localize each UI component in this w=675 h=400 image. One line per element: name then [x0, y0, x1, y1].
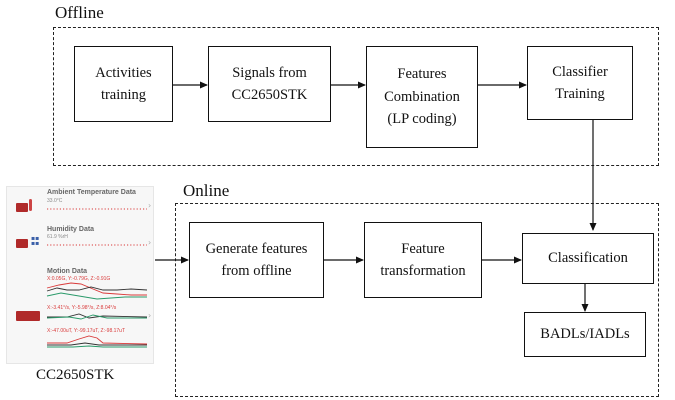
offline-section-title: Offline [55, 3, 104, 22]
mag-trace-x [47, 335, 148, 345]
sensor-traces [46, 208, 148, 348]
thermometer-icon [29, 199, 32, 211]
device-panel: Ambient Temperature Data 33.0°C › ▪▪▪▪ H… [6, 186, 154, 364]
temperature-title: Ambient Temperature Data [47, 189, 136, 196]
gyro-trace-y [46, 314, 147, 320]
motion-title: Motion Data [47, 268, 88, 275]
accelerometer-readout: X:0.05G, Y:-0.79G, Z:-0.91G [47, 276, 111, 282]
mag-trace-z [47, 345, 147, 348]
online-section-title: Online [183, 181, 230, 200]
online-container [175, 203, 659, 397]
magnetometer-readout: X:-47.00uT, Y:-99.17uT, Z:-98.17uT [47, 328, 126, 334]
humidity-sensor-icon [16, 239, 28, 248]
offline-container [53, 27, 659, 166]
accel-trace-z [46, 292, 147, 300]
motion-sensor-icon [16, 311, 40, 321]
droplets-icon: ▪▪▪▪ [31, 235, 40, 247]
temperature-chevron-icon: › [148, 201, 152, 210]
gyroscope-readout: X:-3.41°/s, Y:-5.98°/s, Z:8.04°/s [47, 305, 117, 311]
humidity-title: Humidity Data [47, 226, 95, 233]
temperature-sensor-icon [16, 203, 28, 212]
accel-trace-x [46, 282, 147, 296]
motion-chevron-icon: › [148, 311, 152, 320]
badls-iadls-box: BADLs/IADLs [524, 312, 646, 357]
classification-box: Classification [522, 233, 654, 284]
temperature-value: 33.0°C [47, 198, 63, 204]
mag-trace-y [47, 342, 147, 346]
humidity-value: 61.9 %rH [47, 234, 68, 240]
device-caption: CC2650STK [36, 367, 115, 383]
accel-trace-y [46, 286, 148, 292]
humidity-chevron-icon: › [148, 238, 152, 247]
